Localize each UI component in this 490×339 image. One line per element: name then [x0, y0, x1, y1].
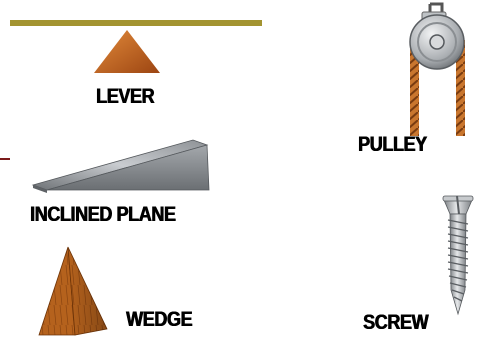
lever-figure	[0, 0, 280, 80]
wedge-label: WEDGE	[126, 308, 192, 332]
lever-label: LEVER	[96, 85, 154, 109]
lever-beam	[10, 20, 262, 26]
pulley-axle	[430, 35, 444, 49]
accent-line	[0, 158, 10, 160]
screw-figure	[436, 190, 481, 320]
wedge-figure	[35, 245, 115, 337]
pulley-label: PULLEY	[358, 133, 427, 157]
inclined-plane-figure	[25, 135, 215, 197]
pulley-figure	[400, 0, 475, 140]
inclined-plane-side	[47, 145, 209, 190]
lever-fulcrum	[94, 30, 160, 73]
inclined-plane-label: INCLINED PLANE	[30, 203, 176, 227]
screw-label: SCREW	[363, 311, 428, 335]
